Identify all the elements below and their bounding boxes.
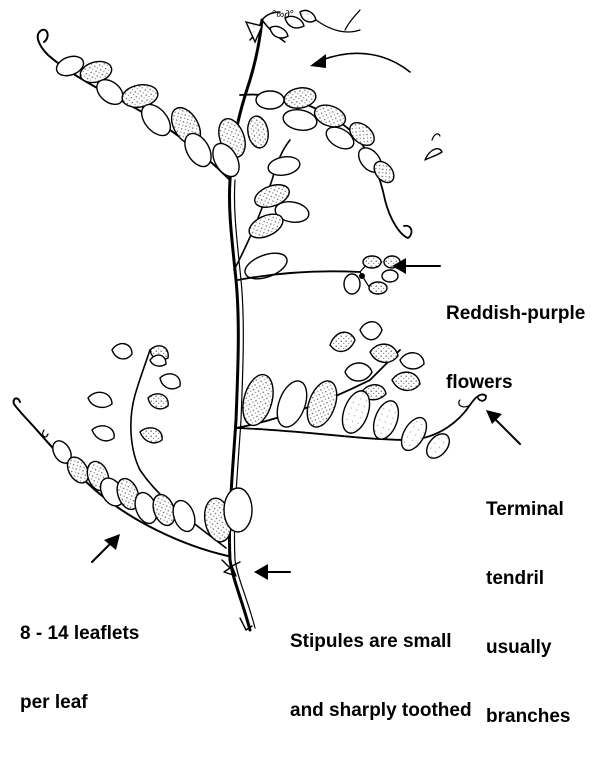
label-leaflets: 8 - 14 leaflets per leaf bbox=[20, 576, 139, 760]
label-tendril: Terminal tendril usually branches bbox=[486, 452, 570, 774]
vetch-plant-diagram: °∞∂° bbox=[0, 0, 616, 647]
label-tendril-line-4: branches bbox=[486, 705, 570, 728]
arrow-leaflets bbox=[92, 534, 120, 562]
label-stipules-line-2: and sharply toothed bbox=[290, 699, 472, 722]
label-flowers-line-2: flowers bbox=[446, 371, 585, 394]
upper-left-leaf bbox=[38, 30, 271, 181]
label-leaflets-line-2: per leaf bbox=[20, 691, 139, 714]
label-tendril-line-3: usually bbox=[486, 636, 570, 659]
mid-upper-leaf bbox=[234, 140, 310, 284]
label-leaflets-line-1: 8 - 14 leaflets bbox=[20, 622, 139, 645]
label-tendril-line-1: Terminal bbox=[486, 498, 570, 521]
arrow-stipules bbox=[254, 564, 290, 580]
lower-left-leaf bbox=[14, 398, 252, 556]
top-raceme: °∞∂° bbox=[246, 9, 360, 42]
label-stipules-line-1: Stipules are small bbox=[290, 630, 472, 653]
label-tendril-line-2: tendril bbox=[486, 567, 570, 590]
svg-text:°∞∂°: °∞∂° bbox=[272, 9, 294, 21]
arrow-top bbox=[310, 53, 410, 72]
label-flowers-line-1: Reddish-purple bbox=[446, 302, 585, 325]
label-flowers: Reddish-purple flowers bbox=[446, 256, 585, 440]
label-stipules: Stipules are small and sharply toothed bbox=[290, 584, 472, 768]
